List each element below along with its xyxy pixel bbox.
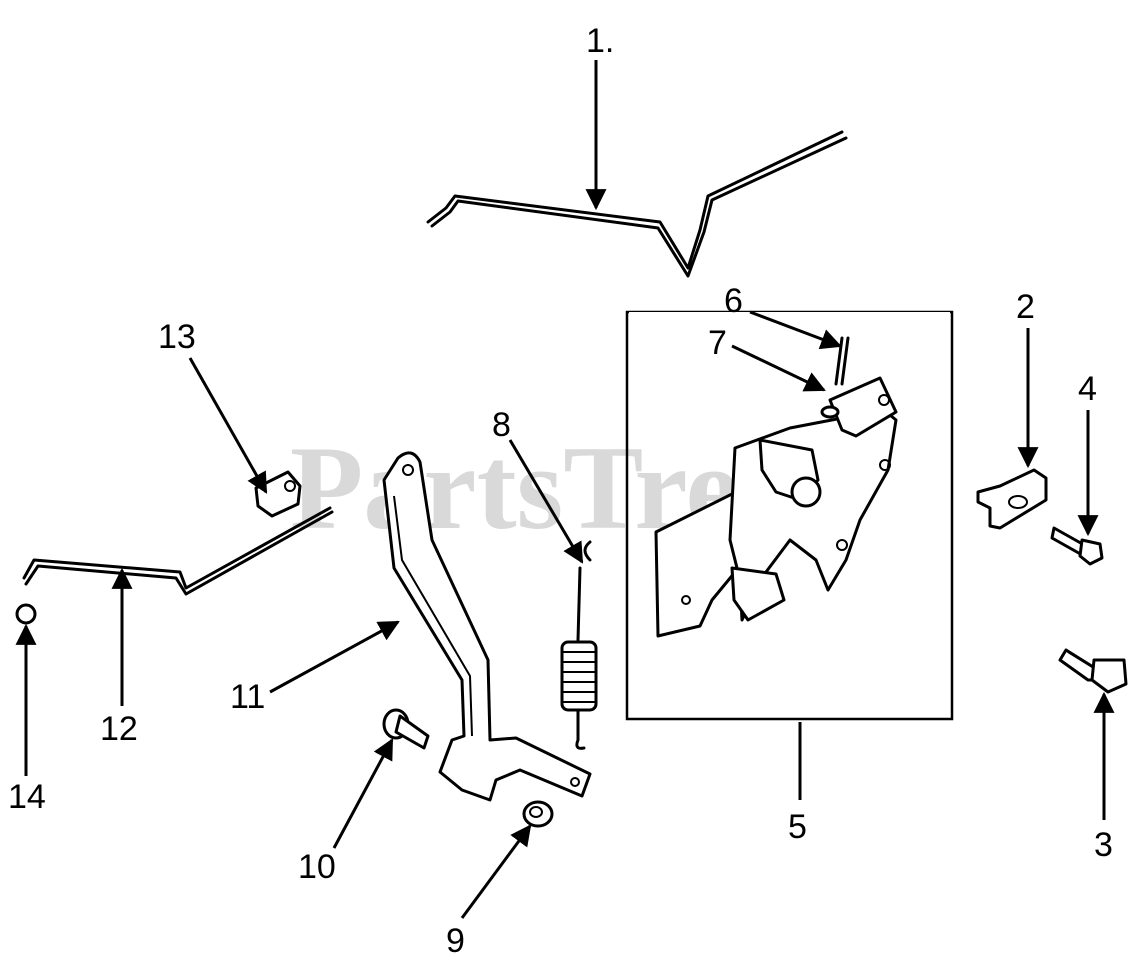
part-12-rod [22,506,334,596]
part-2-bracket [976,468,1048,530]
callout-labels: 1. 2 3 4 5 6 7 8 9 10 11 12 13 14 [8,22,1113,960]
arrow-11 [269,620,400,694]
callout-4: 4 [1078,370,1097,408]
callout-10: 10 [298,848,336,886]
part-8-spring [560,540,598,750]
leader-arrows [15,60,1115,919]
part-3-bolt [1058,648,1128,694]
callout-8: 8 [492,406,511,444]
part-11-lever [382,451,592,802]
arrow-13 [188,357,268,494]
part-5-control-plate-assembly [625,310,954,721]
callout-6: 6 [724,282,743,320]
callout-13: 13 [158,318,196,356]
callout-12: 12 [100,710,138,748]
part-14-nut [15,603,37,625]
callout-14: 14 [8,778,46,816]
callout-7: 7 [708,324,727,362]
callout-5: 5 [788,808,807,846]
part-9-nut [522,800,554,828]
arrow-9 [460,824,532,919]
part-10-stud [382,708,430,750]
part-1-control-rod [426,130,848,278]
arrow-7 [731,344,826,392]
arrow-10 [332,738,394,849]
callout-3: 3 [1094,826,1113,864]
callout-2: 2 [1016,288,1035,326]
callout-9: 9 [446,922,465,960]
arrow-6 [749,310,842,350]
arrow-8 [508,439,584,564]
callout-11: 11 [230,678,265,716]
callout-1: 1. [586,22,614,60]
part-4-bolt [1050,526,1104,566]
